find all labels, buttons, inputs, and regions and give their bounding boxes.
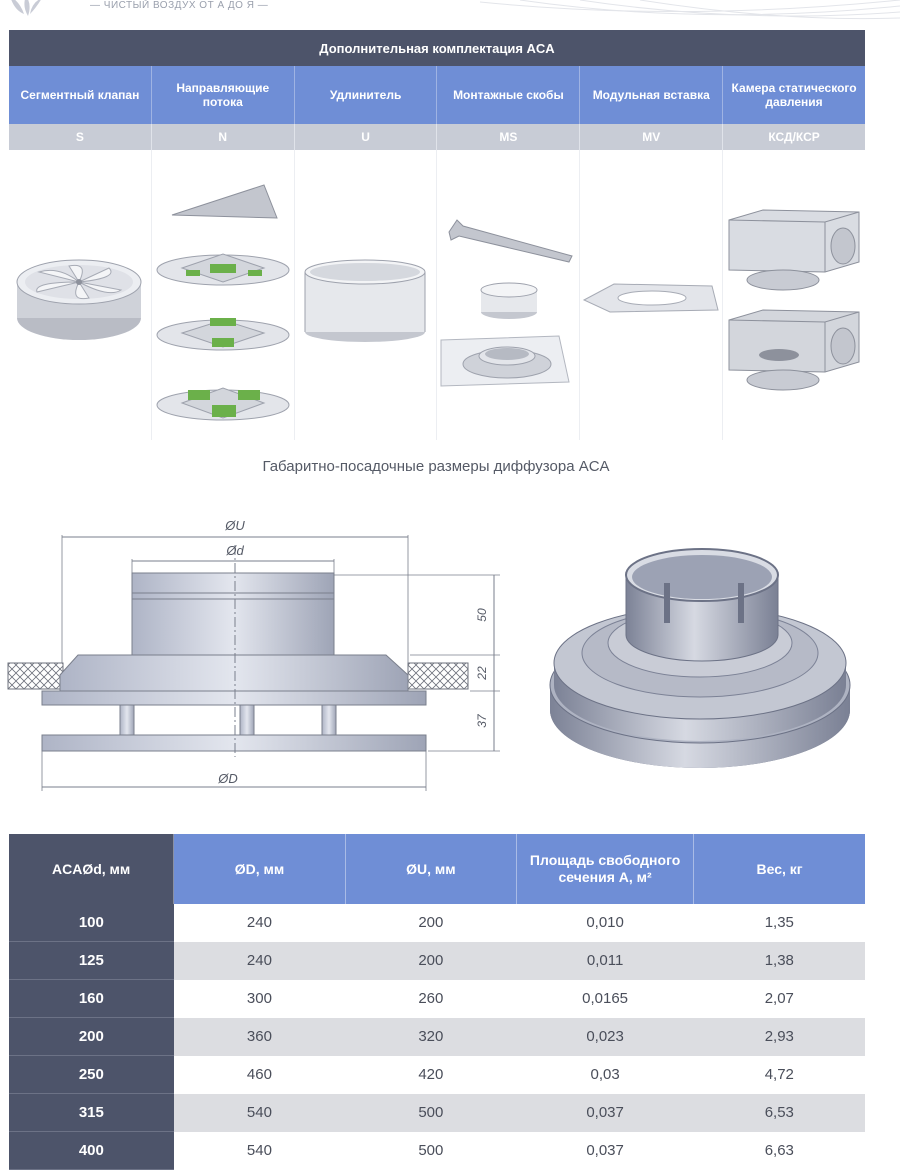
decorative-lines <box>480 0 900 20</box>
tagline: — ЧИСТЫЙ ВОЗДУХ ОТ А ДО Я — <box>90 0 269 11</box>
table-cell: 315 <box>9 1093 174 1132</box>
modular-insert-image <box>580 150 724 440</box>
leaf-logo-icon <box>11 0 41 16</box>
flow-guides-image <box>152 150 295 440</box>
table-row: 315 540 500 0,037 6,53 <box>9 1093 865 1132</box>
dim-bigd-label: ØD <box>217 771 238 786</box>
table-cell: 250 <box>9 1055 174 1094</box>
table-header-row: ACAØd, мм ØD, мм ØU, мм Площадь свободно… <box>9 834 865 904</box>
table-row: 160 300 260 0,0165 2,07 <box>9 979 865 1018</box>
table-cell: 0,011 <box>516 941 694 980</box>
table-cell: 1,35 <box>693 904 865 942</box>
table-cell: 300 <box>173 979 346 1018</box>
table-cell: 0,010 <box>516 904 694 942</box>
table-cell: 0,0165 <box>516 979 694 1018</box>
mounting-brackets-image <box>437 150 581 440</box>
table-cell: 125 <box>9 941 174 980</box>
table-row: 125 240 200 0,011 1,38 <box>9 941 865 980</box>
table-cell: 540 <box>173 1131 346 1170</box>
table-cell: 100 <box>9 904 174 942</box>
table-cell: 420 <box>345 1055 517 1094</box>
accessory-name: Модульная вставка <box>580 66 724 124</box>
extension-image <box>295 150 438 440</box>
table-row: 100 240 200 0,010 1,35 <box>9 904 865 942</box>
accessory-code: N <box>152 124 295 150</box>
accessory-code: U <box>295 124 438 150</box>
table-cell: 500 <box>345 1093 517 1132</box>
table-cell: 500 <box>345 1131 517 1170</box>
table-cell: 2,93 <box>693 1017 865 1056</box>
drawing-title: Габаритно-посадочные размеры диффузора A… <box>262 458 610 475</box>
table-cell: 1,38 <box>693 941 865 980</box>
table-cell: 200 <box>345 904 517 942</box>
table-cell: 460 <box>173 1055 346 1094</box>
accessory-code: S <box>9 124 152 150</box>
table-cell: 6,63 <box>693 1131 865 1170</box>
segment-valve-image <box>9 150 152 440</box>
table-cell: 540 <box>173 1093 346 1132</box>
table-cell: 160 <box>9 979 174 1018</box>
table-cell: 240 <box>173 941 346 980</box>
plenum-box-image <box>723 150 865 440</box>
table-row: 200 360 320 0,023 2,93 <box>9 1017 865 1056</box>
table-cell: 260 <box>345 979 517 1018</box>
col-header: Площадь свободного сечения А, м² <box>516 834 695 904</box>
accessory-code: КСД/КСР <box>768 130 820 144</box>
col-header: ACAØd, мм <box>9 834 175 904</box>
dim-h1-label: 50 <box>475 608 489 622</box>
table-cell: 0,037 <box>516 1093 694 1132</box>
accessories-title: Дополнительная комплектация ACA <box>9 30 865 66</box>
table-cell: 4,72 <box>693 1055 865 1094</box>
col-header: ØU, мм <box>345 834 518 904</box>
accessory-name: Сегментный клапан <box>9 66 152 124</box>
accessories-names-row: Сегментный клапан Направляющие потока Уд… <box>9 66 865 124</box>
accessories-codes-row: S N U MS MV КСД/КСР <box>9 124 865 150</box>
table-row: 250 460 420 0,03 4,72 <box>9 1055 865 1094</box>
table-cell: 0,03 <box>516 1055 694 1094</box>
accessories-table: Дополнительная комплектация ACA Сегментн… <box>9 30 865 150</box>
table-cell: 6,53 <box>693 1093 865 1132</box>
col-header: Вес, кг <box>693 834 865 904</box>
table-cell: 400 <box>9 1131 174 1170</box>
table-cell: 360 <box>173 1017 346 1056</box>
table-cell: 200 <box>345 941 517 980</box>
accessories-images-row <box>9 150 865 440</box>
accessory-code: MV <box>580 124 724 150</box>
table-cell: 320 <box>345 1017 517 1056</box>
table-cell: 0,023 <box>516 1017 694 1056</box>
top-bar: — ЧИСТЫЙ ВОЗДУХ ОТ А ДО Я — <box>0 0 900 22</box>
dim-d-label: Ød <box>225 543 244 558</box>
accessory-code: MS <box>437 124 581 150</box>
accessory-name: Монтажные скобы <box>437 66 581 124</box>
diffuser-3d-render <box>549 548 851 768</box>
dimensions-table: ACAØd, мм ØD, мм ØU, мм Площадь свободно… <box>9 834 865 1170</box>
accessory-name: Удлинитель <box>295 66 438 124</box>
col-header: ØD, мм <box>173 834 346 904</box>
dim-h3-label: 37 <box>475 713 489 728</box>
accessory-name: Направляющие потока <box>152 66 295 124</box>
table-cell: 240 <box>173 904 346 942</box>
dimension-drawing: ØU Ød ØD 50 22 37 <box>7 518 500 791</box>
table-cell: 0,037 <box>516 1131 694 1170</box>
dim-h2-label: 22 <box>475 666 489 681</box>
table-cell: 200 <box>9 1017 174 1056</box>
accessory-name: Камера статического давления <box>731 81 857 109</box>
table-cell: 2,07 <box>693 979 865 1018</box>
table-row: 400 540 500 0,037 6,63 <box>9 1131 865 1170</box>
dim-u-label: ØU <box>224 518 245 533</box>
